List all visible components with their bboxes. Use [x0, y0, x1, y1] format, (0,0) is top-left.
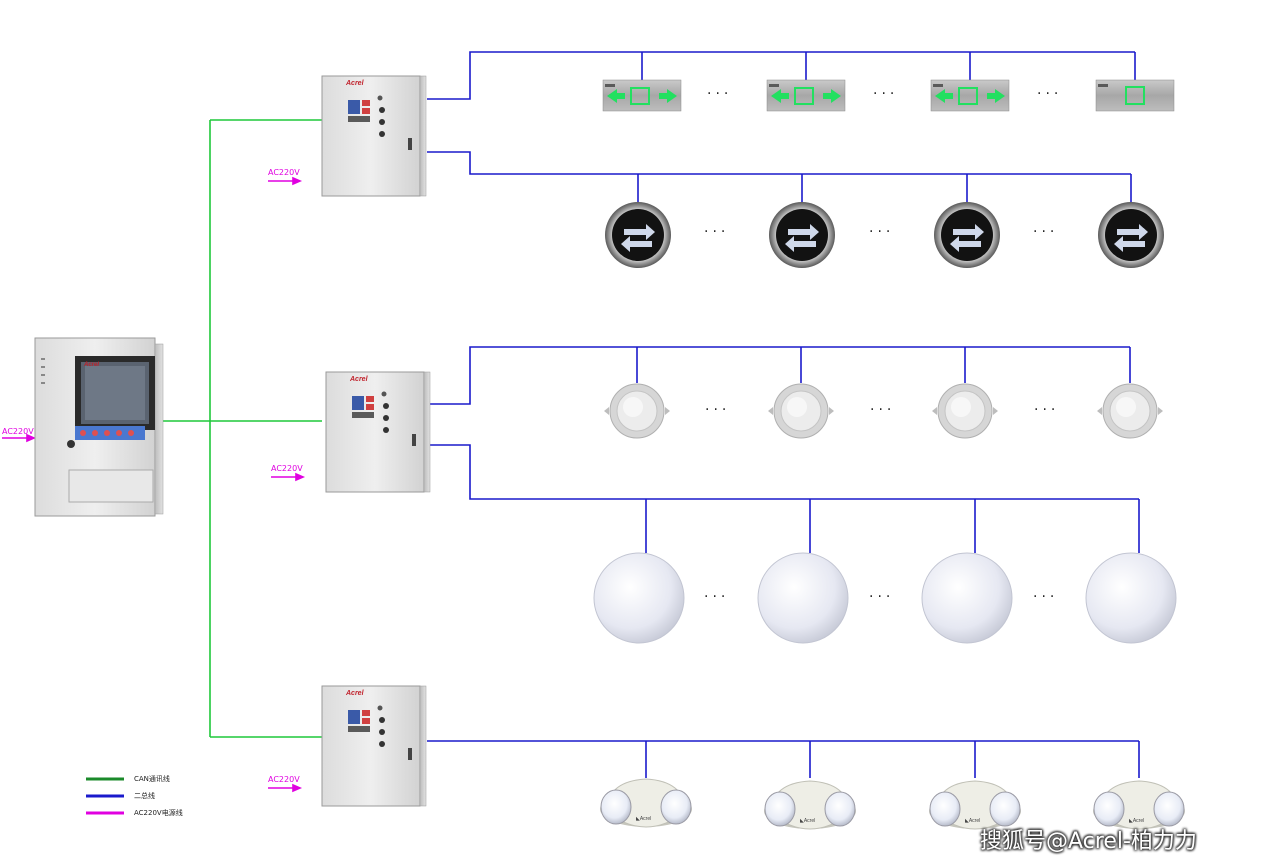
- ellipsis: ···: [705, 402, 731, 418]
- exit-sign-icon: [930, 79, 1010, 112]
- ball-lamp-icon: [593, 552, 685, 644]
- ellipsis: ···: [704, 224, 730, 240]
- floor-indicator-icon: [769, 202, 835, 268]
- box2-brand: Acrel: [350, 376, 368, 383]
- downlight-icon: [603, 383, 671, 439]
- ellipsis: ···: [870, 402, 896, 418]
- distribution-box-1: [321, 75, 427, 197]
- can-bus-lines: [160, 119, 322, 738]
- ellipsis: ···: [704, 589, 730, 605]
- exit-sign-icon: [766, 79, 846, 112]
- ball-lamp-icon: [1085, 552, 1177, 644]
- floor-indicator-icon: [1098, 202, 1164, 268]
- box2-power-label: AC220V: [271, 464, 303, 473]
- legend-power-line-label: AC220V电源线: [134, 809, 183, 817]
- downlight-icon: [1096, 383, 1164, 439]
- host-brand: Acrel: [84, 362, 100, 368]
- ellipsis: ···: [1037, 86, 1063, 102]
- twin-head-lamp-icon: [1092, 780, 1186, 830]
- box1-power-label: AC220V: [268, 168, 300, 177]
- floor-indicator-icon: [605, 202, 671, 268]
- host-power-label: AC220V: [2, 427, 34, 436]
- watermark-text: 搜狐号@Acrel-柏力力: [980, 829, 1197, 854]
- ball-lamp-icon: [757, 552, 849, 644]
- legend-can-bus-label: CAN通讯线: [134, 775, 170, 783]
- distribution-box-3: [321, 685, 427, 807]
- ball-lamp-icon: [921, 552, 1013, 644]
- distribution-box-2: [325, 371, 431, 493]
- downlight-icon: [767, 383, 835, 439]
- exit-sign-icon: [602, 79, 682, 112]
- two-bus-lines: [427, 51, 1140, 778]
- ellipsis: ···: [869, 224, 895, 240]
- power-input-arrows: [2, 176, 306, 793]
- box3-power-label: AC220V: [268, 775, 300, 784]
- twin-head-lamp-icon: [599, 778, 693, 828]
- twin-head-lamp-icon: [928, 780, 1022, 830]
- legend-swatches: [86, 777, 124, 815]
- floor-indicator-icon: [934, 202, 1000, 268]
- ellipsis: ···: [1033, 589, 1059, 605]
- legend-two-bus-label: 二总线: [134, 792, 155, 800]
- ellipsis: ···: [869, 589, 895, 605]
- ellipsis: ···: [707, 86, 733, 102]
- ellipsis: ···: [1033, 224, 1059, 240]
- ellipsis: ···: [873, 86, 899, 102]
- downlight-icon: [931, 383, 999, 439]
- twin-head-lamp-icon: [763, 780, 857, 830]
- box3-brand: Acrel: [346, 690, 364, 697]
- box1-brand: Acrel: [346, 80, 364, 87]
- exit-sign-icon: [1095, 79, 1175, 112]
- ellipsis: ···: [1034, 402, 1060, 418]
- controller-host: [34, 337, 164, 517]
